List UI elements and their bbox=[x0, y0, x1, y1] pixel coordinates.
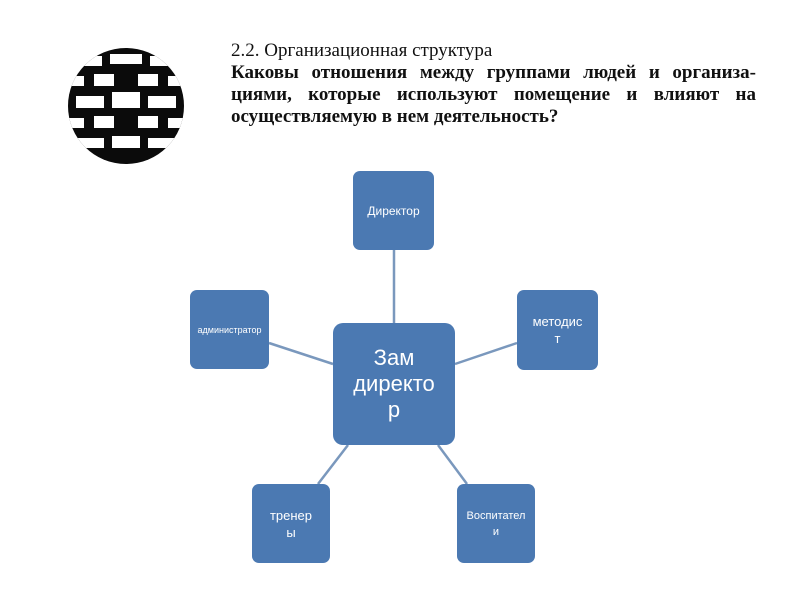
section-title: 2.2. Организационная структура bbox=[231, 40, 493, 61]
question-line: Каковы отношения между группами людей и … bbox=[231, 62, 756, 83]
question-text: Каковы отношения между группами людей и … bbox=[231, 62, 756, 128]
node-trainers: тренер ы bbox=[252, 484, 330, 563]
node-label-line: т bbox=[554, 331, 561, 346]
node-director: Директор bbox=[353, 171, 434, 250]
question-line: циями, которые используют помещение и вл… bbox=[231, 84, 756, 105]
node-label-line: Директор bbox=[367, 203, 420, 218]
node-label-line: администратор bbox=[197, 324, 262, 335]
node-deputy-director: Зам директо р bbox=[333, 323, 455, 445]
node-label-line: директо bbox=[353, 371, 435, 396]
question-line: осуществляемую в нем деятельность? bbox=[231, 106, 559, 127]
node-label-line: методис bbox=[532, 314, 583, 329]
brick-emblem-icon bbox=[66, 44, 186, 168]
node-label-line: р bbox=[387, 397, 401, 422]
node-label-line: тренер bbox=[269, 507, 313, 523]
connector-admin bbox=[268, 341, 334, 366]
connector-trainers bbox=[317, 444, 349, 485]
node-educators: Воспитател и bbox=[457, 484, 535, 563]
slide-heading: 2.2. Организационная структура Каковы от… bbox=[231, 40, 756, 128]
node-label-line: и bbox=[492, 525, 500, 538]
connector-methodist bbox=[454, 341, 518, 366]
connector-educators bbox=[436, 444, 469, 485]
node-label-line: ы bbox=[286, 524, 296, 540]
node-label-line: Зам bbox=[373, 345, 415, 370]
node-label-line: Воспитател bbox=[466, 509, 526, 522]
node-methodist: методис т bbox=[517, 290, 598, 370]
node-administrator: администратор bbox=[190, 290, 269, 369]
